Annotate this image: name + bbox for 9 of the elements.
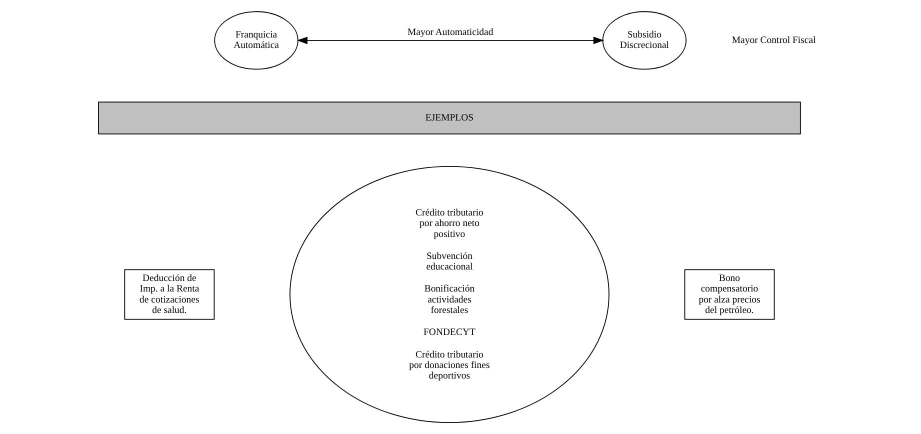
node-box: Bono compensatorio por alza precios del petróleo. [684, 269, 774, 320]
node-ellipse: Franquicia Automática [214, 11, 298, 70]
node-box: Deducción de Imp. a la Renta de cotizaciones de salud. [124, 269, 214, 320]
arrow [296, 36, 604, 44]
node-ellipse: Crédito tributario por ahorro neto positivo Subvención educacional Bonificación actividades forestales FONDECYT Crédito tributario por donaciones fines deportivos [289, 166, 609, 424]
edge-label: Mayor Automaticidad [407, 26, 493, 38]
node-box: EJEMPLOS [98, 102, 800, 134]
label: Mayor Control Fiscal [731, 34, 816, 46]
node-ellipse: Subsidio Discrecional [602, 11, 686, 70]
